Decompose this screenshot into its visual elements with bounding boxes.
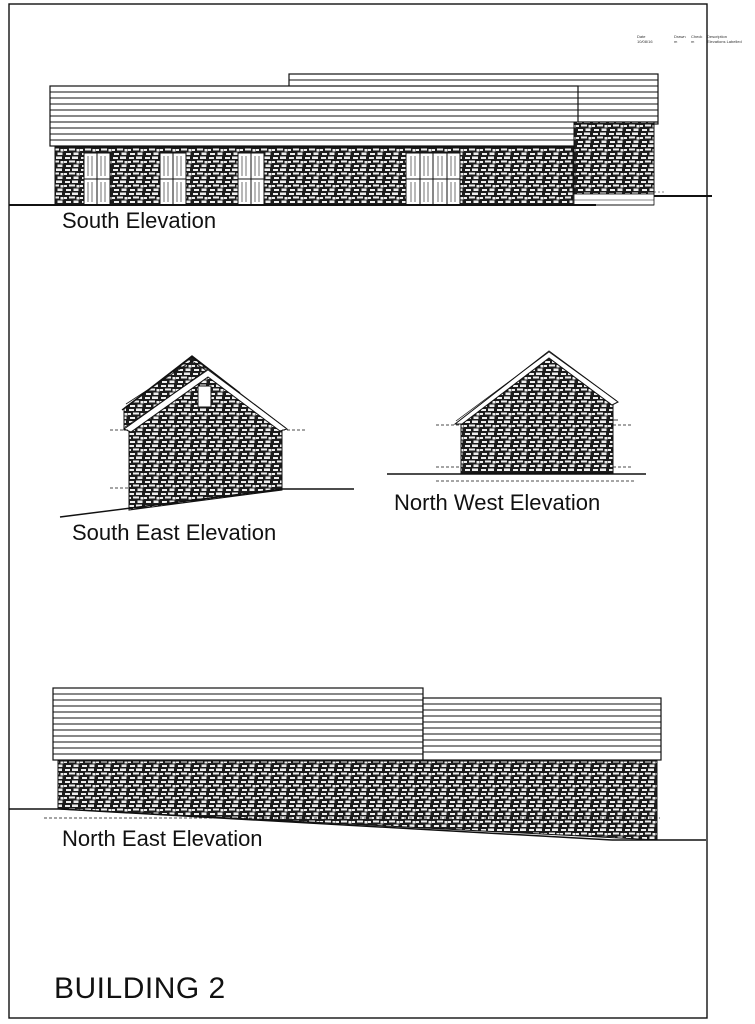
sheet-title: BUILDING 2 (54, 972, 226, 1005)
drawing-stroke (455, 351, 550, 422)
south-doors (83, 152, 461, 206)
south-elevation (9, 73, 712, 206)
title-block-description-value: Elevations Labelled (707, 39, 742, 44)
title-block-description-label: Description (707, 34, 728, 39)
south-east-elevation-label: South East Elevation (72, 520, 277, 545)
north-west-elevation (387, 350, 646, 482)
title-block-drawn-value: m (674, 39, 678, 44)
drawing-stroke (548, 351, 618, 402)
south-main-wall (54, 146, 574, 206)
north-east-elevation (9, 687, 706, 841)
se-gable-vent (197, 385, 212, 408)
south-main-roof-ribs (50, 91, 578, 141)
title-block-date-label: Date (637, 34, 646, 39)
title-block-date-value: 10/08/16 (637, 39, 653, 44)
nw-gable-verge (453, 350, 619, 425)
north-east-elevation-label: North East Elevation (62, 826, 263, 851)
north-west-elevation-label: North West Elevation (394, 490, 601, 515)
se-ground-line (59, 488, 283, 518)
door-1 (83, 152, 111, 206)
drawing-stroke (207, 369, 287, 429)
ne-right-roof (422, 697, 662, 761)
se-front-gable-verge (122, 368, 289, 433)
drawing-stroke (124, 369, 209, 428)
south-annex-wall (573, 121, 655, 195)
south-elevation-label: South Elevation (62, 208, 217, 233)
door-4-double (405, 152, 461, 206)
title-block-check-label: Check (691, 34, 703, 39)
south-annex-plinth (573, 193, 655, 206)
door-2 (159, 152, 187, 206)
door-3 (237, 152, 265, 206)
south-east-elevation (59, 355, 354, 518)
title-block-check-value: m (691, 39, 695, 44)
title-block-drawn-label: Drawn (674, 34, 686, 39)
drawing-stroke (59, 808, 613, 841)
